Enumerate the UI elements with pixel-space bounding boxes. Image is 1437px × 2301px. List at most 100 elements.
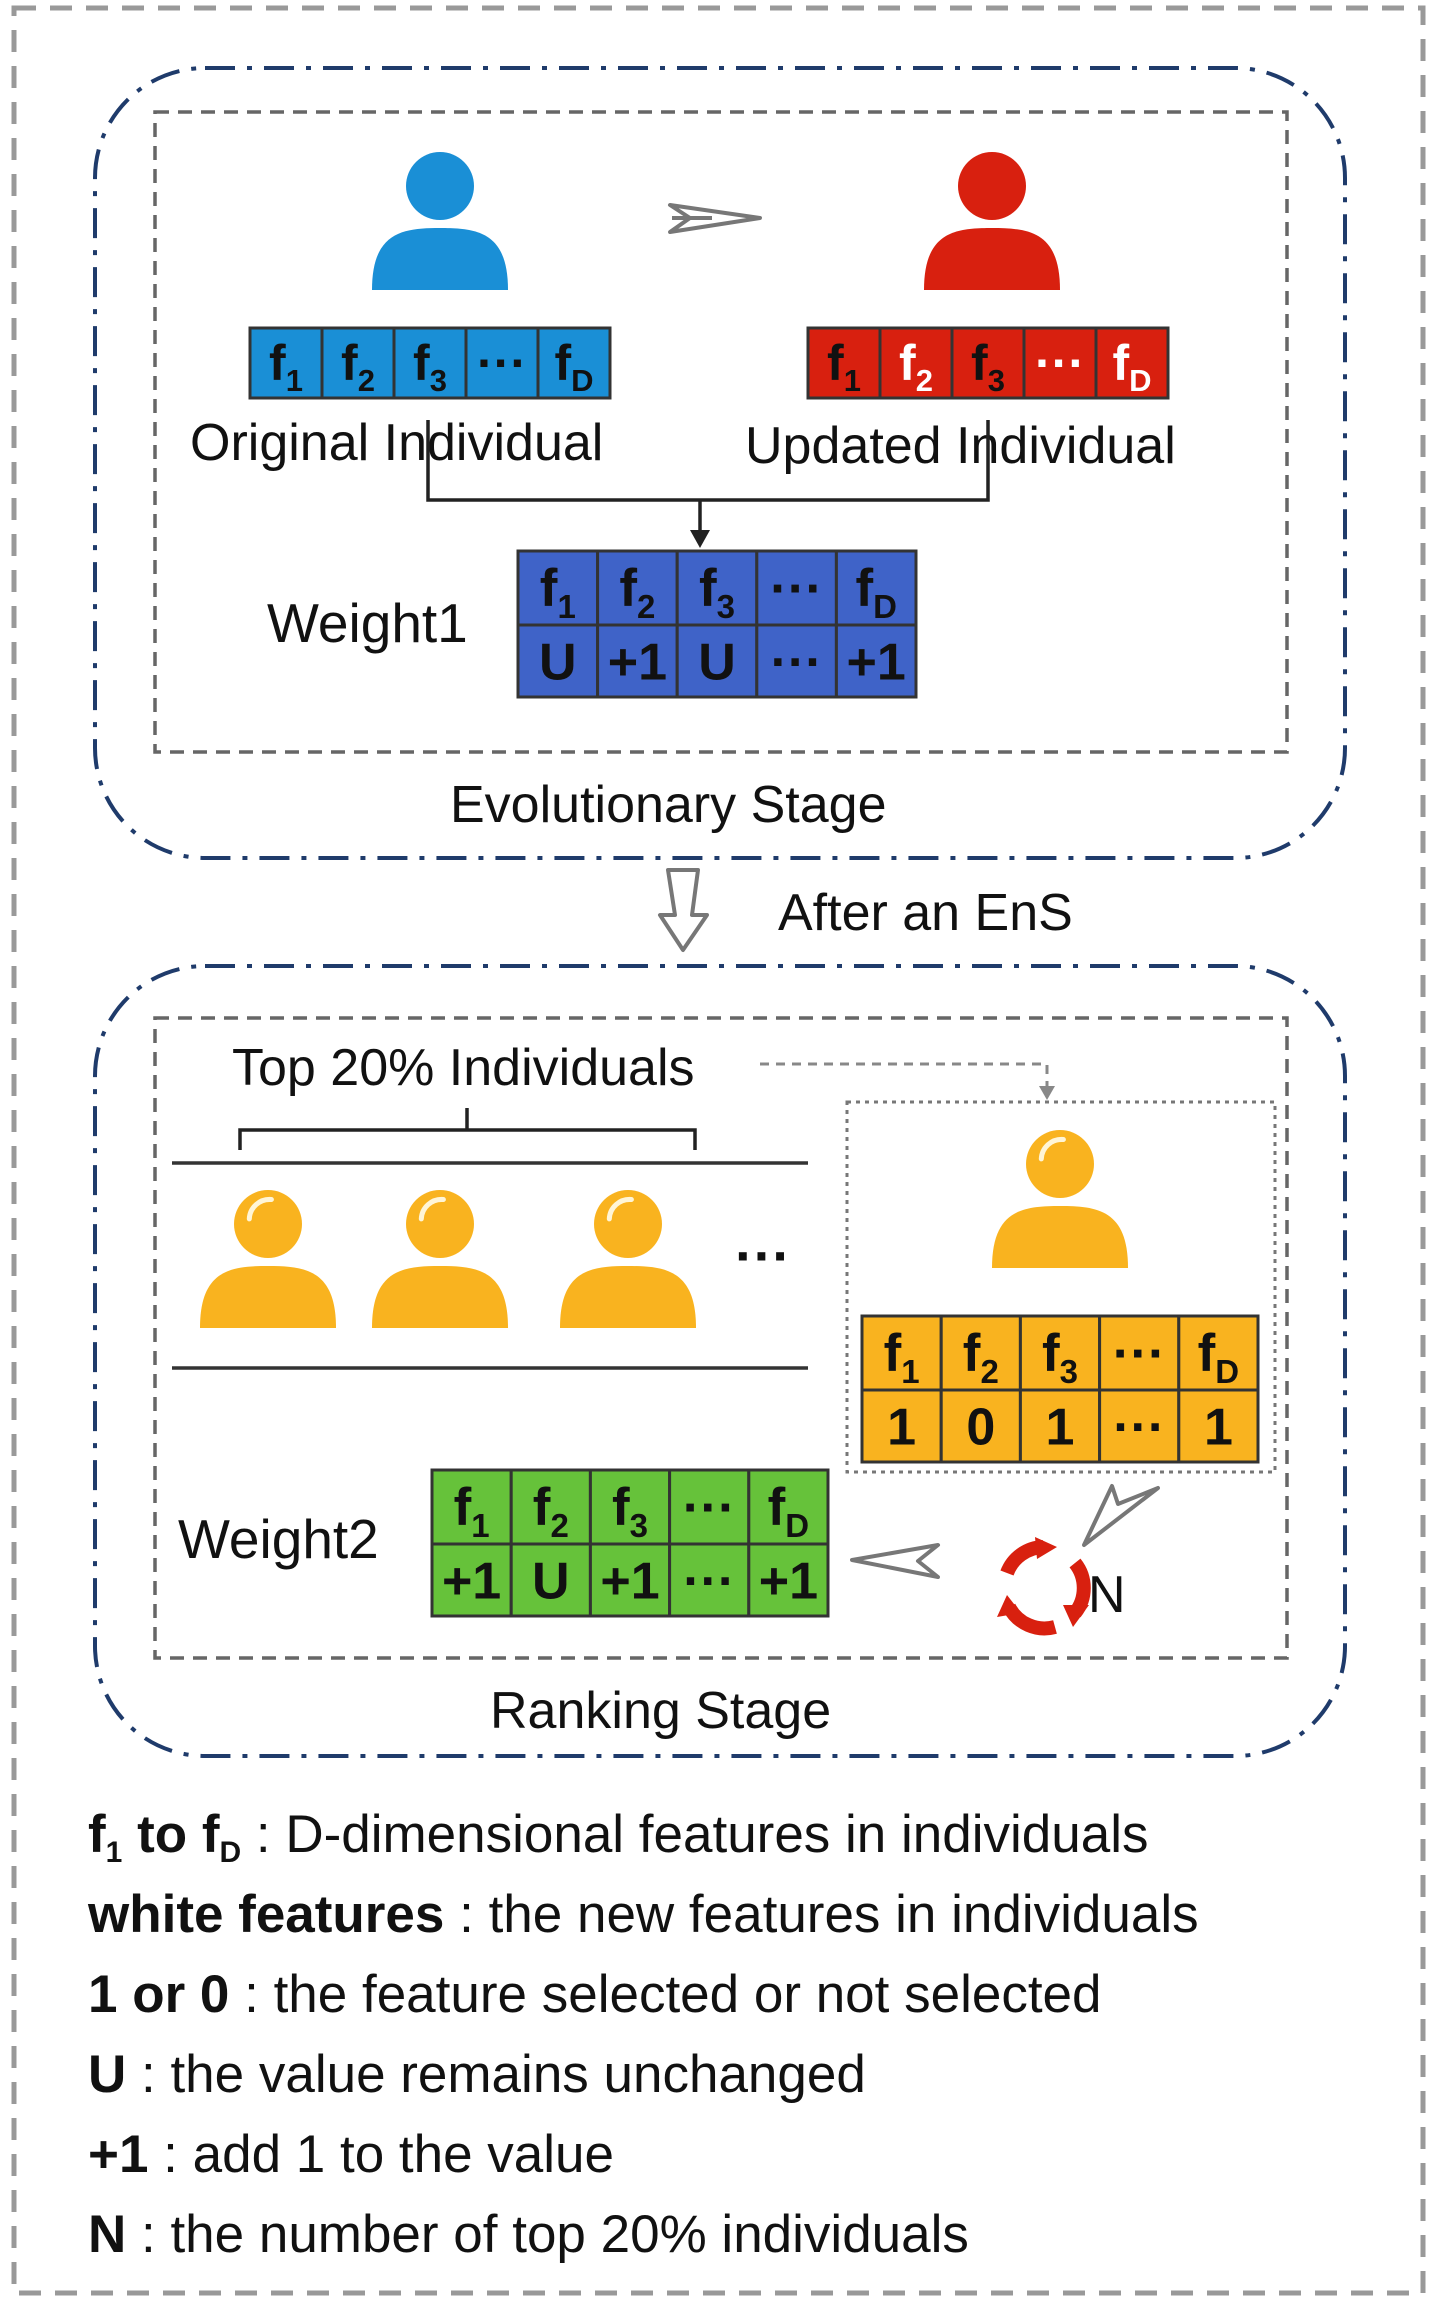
- original-feature-text: fD: [554, 335, 593, 398]
- weight2-feature-text: f1: [454, 1478, 490, 1544]
- original-feature-cell: [248, 326, 324, 400]
- weight1-label: Weight1: [267, 592, 468, 654]
- legend-text: : the number of top 20% individuals: [126, 2205, 969, 2264]
- evolutionary-stage-label: Evolutionary Stage: [450, 776, 887, 834]
- legend-key: white features: [88, 1885, 445, 1944]
- weight2-value-cell: [588, 1542, 672, 1618]
- connector-bracket: [426, 420, 990, 502]
- legend-key: N: [88, 2205, 127, 2264]
- selection-feature-cell: [860, 1314, 943, 1392]
- weight2-value-cell: [430, 1542, 513, 1618]
- ranking-stage-frame: [93, 964, 1347, 1758]
- weight2-feature-cell: [430, 1468, 513, 1546]
- updated-feature-cell: [878, 326, 954, 400]
- original-feature-text: f2: [341, 335, 375, 398]
- selection-value-cell: [1018, 1388, 1102, 1464]
- original-individual-label: Original Individual: [190, 414, 603, 472]
- weight2-label: Weight2: [178, 1508, 379, 1570]
- legend-key: f1 to fD: [88, 1805, 242, 1869]
- to-weight2-arrow-icon: [850, 1543, 940, 1579]
- weight1-value-cell: [834, 623, 918, 699]
- down-arrow-icon: [658, 868, 709, 952]
- original-feature-cell: [392, 326, 468, 400]
- selection-feature-text: fD: [1198, 1324, 1240, 1390]
- ranking-stage-label: Ranking Stage: [490, 1682, 831, 1740]
- top-bracket: [238, 1108, 697, 1150]
- legend-item-unchanged: U : the value remains unchanged: [88, 2035, 1368, 2115]
- original-feature-text: f1: [269, 335, 303, 398]
- selection-value-text: 0: [966, 1399, 995, 1457]
- legend-item-selection: 1 or 0 : the feature selected or not sel…: [88, 1955, 1368, 2035]
- weight1-feature-text: f1: [540, 559, 576, 625]
- weight2-value-text: +1: [442, 1553, 501, 1611]
- updated-feature-cell: [806, 326, 882, 400]
- selection-value-text: 1: [887, 1399, 916, 1457]
- selection-pointer-head: [1039, 1086, 1055, 1100]
- after-ens-label: After an EnS: [778, 884, 1073, 942]
- connector-arrowhead: [690, 530, 710, 548]
- legend-key: U: [88, 2045, 127, 2104]
- selection-feature-text: f3: [1042, 1324, 1078, 1390]
- weight2-feature-text: f3: [612, 1478, 648, 1544]
- weight1-value-text: +1: [608, 634, 667, 692]
- weight2-feature-cell: [509, 1468, 592, 1546]
- weight2-feature-text: ···: [683, 1478, 736, 1537]
- legend-key: 1 or 0: [88, 1965, 230, 2024]
- weight1-feature-text: fD: [855, 559, 897, 625]
- legend-item-white-features: white features : the new features in ind…: [88, 1875, 1368, 1955]
- updated-person-icon: [924, 152, 1060, 290]
- updated-feature-text: f3: [971, 335, 1005, 398]
- selection-feature-text: f2: [963, 1324, 999, 1390]
- cycle-arrows-icon: [997, 1537, 1091, 1636]
- weight2-value-text: U: [532, 1553, 570, 1611]
- weight2-value-text: +1: [759, 1553, 818, 1611]
- top-person-icon: [560, 1190, 696, 1328]
- weight1-value-cell: [675, 623, 759, 699]
- original-feature-cell: [536, 326, 612, 400]
- to-cycle-arrow-icon: [1082, 1484, 1160, 1547]
- weight2-feature-cell: [747, 1468, 830, 1546]
- selected-person-icon: [992, 1130, 1128, 1268]
- original-feature-cell: [320, 326, 396, 400]
- weight1-feature-text: f3: [699, 559, 735, 625]
- n-label: N: [1088, 1566, 1126, 1624]
- selection-value-text: ···: [1113, 1399, 1165, 1457]
- updated-feature-text: ···: [1035, 335, 1085, 391]
- selection-value-cell: [939, 1388, 1022, 1464]
- evolutionary-stage-frame: [93, 66, 1347, 860]
- updated-individual-label: Updated Individual: [745, 417, 1176, 475]
- selection-pointer: [760, 1062, 1049, 1090]
- updated-feature-cell: [950, 326, 1026, 400]
- legend-text: : the feature selected or not selected: [229, 1965, 1102, 2024]
- legend-item-n: N : the number of top 20% individuals: [88, 2195, 1368, 2275]
- outer-border: [11, 5, 1426, 2296]
- legend-text: : the new features in individuals: [444, 1885, 1199, 1944]
- updated-feature-text: f2: [899, 335, 933, 398]
- weight1-feature-cell: [834, 549, 918, 627]
- more-individuals-ellipsis: ···: [735, 1224, 791, 1287]
- selection-feature-text: f1: [884, 1324, 920, 1390]
- selection-value-cell: [1177, 1388, 1260, 1464]
- weight1-value-text: +1: [847, 634, 906, 692]
- weight1-feature-text: f2: [619, 559, 655, 625]
- original-person-icon: [372, 152, 508, 290]
- weight2-feature-text: f2: [533, 1478, 569, 1544]
- selection-value-text: 1: [1204, 1399, 1233, 1457]
- selection-value-text: 1: [1046, 1399, 1075, 1457]
- updated-feature-text: fD: [1112, 335, 1151, 398]
- legend-text: : D-dimensional features in individuals: [241, 1805, 1149, 1864]
- original-feature-text: ···: [477, 335, 527, 391]
- legend-item-features: f1 to fD : D-dimensional features in ind…: [88, 1795, 1368, 1875]
- ranking-inner-box: [153, 1016, 1289, 1660]
- selection-value-cell: [1098, 1388, 1181, 1464]
- selection-feature-cell: [1098, 1314, 1181, 1392]
- weight1-feature-text: ···: [770, 559, 823, 618]
- selection-feature-text: ···: [1113, 1324, 1166, 1383]
